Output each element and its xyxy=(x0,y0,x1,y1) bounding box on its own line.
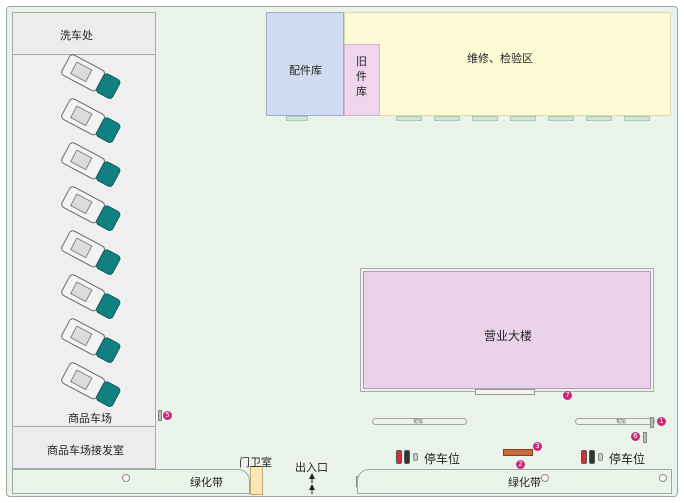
marker-3: 3 xyxy=(533,442,542,451)
parts-store-dock xyxy=(286,116,308,121)
repair-bay-6 xyxy=(586,116,612,121)
wash-area-label: 洗车处 xyxy=(60,29,93,42)
parking-car-black-left xyxy=(404,450,410,464)
marker-1-post xyxy=(650,417,654,428)
entrance-arrow-up-1 xyxy=(309,473,315,479)
old-parts-store xyxy=(344,44,380,116)
green-belt-right-label: 绿化带 xyxy=(508,476,541,489)
repair-bay-7 xyxy=(624,116,650,121)
green-belt-left-label: 绿化带 xyxy=(190,476,223,489)
parking-car-black-right xyxy=(589,450,595,464)
repair-bay-2 xyxy=(434,116,460,121)
marker-5: 5 xyxy=(163,411,172,420)
lamp-right-2 xyxy=(659,474,667,482)
repair-area-label: 维修、检验区 xyxy=(467,52,533,65)
marker-1: 1 xyxy=(657,417,666,426)
flower-bed-left: 花坛 xyxy=(372,418,467,425)
repair-bay-3 xyxy=(472,116,498,121)
flower-bed-right: 花坛 xyxy=(575,418,655,425)
lamp-left xyxy=(122,474,130,482)
parking-car-red-right xyxy=(581,450,587,464)
parts-store-label: 配件库 xyxy=(289,64,322,77)
parts-store xyxy=(266,12,344,116)
parking-left-label: 停车位 xyxy=(424,452,461,466)
marker-6-post xyxy=(643,432,647,443)
green-belt-left xyxy=(12,469,250,494)
sales-building xyxy=(363,271,651,389)
repair-bay-4 xyxy=(510,116,536,121)
sales-building-entrance xyxy=(475,389,535,395)
gatehouse-label: 门卫室 xyxy=(239,456,272,469)
marker-6: 6 xyxy=(631,432,640,441)
sales-building-label: 营业大楼 xyxy=(484,329,533,343)
bench xyxy=(503,449,533,456)
repair-bay-1 xyxy=(396,116,422,121)
repair-area-notch xyxy=(345,13,380,43)
parking-pole-left xyxy=(413,453,418,461)
flower-bed-left-label: 花坛 xyxy=(413,419,424,425)
entrance-label: 出入口 xyxy=(295,461,328,474)
parking-pole-right xyxy=(598,453,603,461)
lamp-right-1 xyxy=(541,474,549,482)
reception-room-label: 商品车场接发室 xyxy=(47,444,124,457)
marker-5-post xyxy=(158,410,162,421)
wash-area xyxy=(12,12,156,55)
reception-room xyxy=(12,426,156,469)
parking-right-label: 停车位 xyxy=(609,452,646,466)
entrance-arrow-up-2 xyxy=(309,484,315,490)
marker-2: 2 xyxy=(516,460,525,469)
flower-bed-right-label: 花坛 xyxy=(616,419,627,425)
repair-inspection-area xyxy=(344,12,671,116)
repair-bay-5 xyxy=(548,116,574,121)
marker-7: 7 xyxy=(563,391,572,400)
commodity-lot-label: 商品车场 xyxy=(68,412,112,425)
gatehouse xyxy=(250,466,263,495)
entrance-arrows xyxy=(309,473,315,494)
green-belt-right xyxy=(357,469,672,494)
parking-car-red-left xyxy=(396,450,402,464)
old-parts-store-label: 旧件库 xyxy=(356,55,367,98)
